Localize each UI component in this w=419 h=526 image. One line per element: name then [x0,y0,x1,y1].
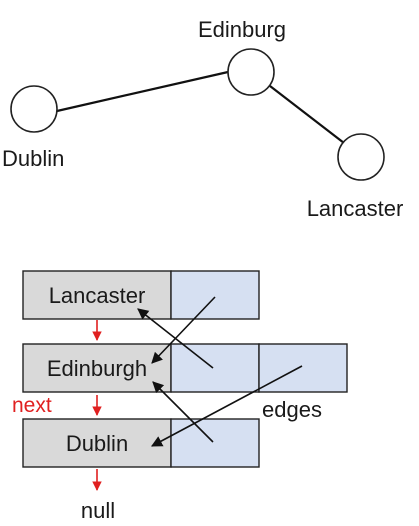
node-lancaster [337,133,385,181]
edges-label: edges [262,397,322,422]
cell-dublin [22,418,172,468]
next-label: next [12,394,52,417]
node-edinburg [227,48,275,96]
edge-cell-lancaster-1 [170,270,260,320]
pointer-lancaster-to-edinburgh [151,296,216,364]
edge-cell-edinburgh-1 [170,343,260,393]
graph: Edinburg Dublin Lancaster [2,17,403,221]
pointer-edinburgh-to-dublin [151,365,303,447]
edge-cell-edinburgh-2 [258,343,348,393]
node-label-dublin: Dublin [2,146,64,171]
null-label: null [81,498,115,523]
cell-edinburgh [22,343,172,393]
edge-cell-dublin-1 [170,418,260,468]
node-label-lancaster: Lancaster [307,196,404,221]
cell-label-lancaster: Lancaster [49,283,146,308]
node-dublin [10,85,58,133]
cell-label-edinburgh: Edinburgh [47,356,147,381]
edge-edinburg-lancaster [269,85,345,144]
pointer-dublin-to-edinburgh [152,381,214,443]
cell-label-dublin: Dublin [66,431,128,456]
pointer-edinburgh-to-lancaster [137,308,214,369]
node-label-edinburg: Edinburg [198,17,286,42]
edge-dublin-edinburg [56,70,229,113]
adjacency-list: Lancaster Edinburgh Dublin next edges nu… [12,270,348,523]
